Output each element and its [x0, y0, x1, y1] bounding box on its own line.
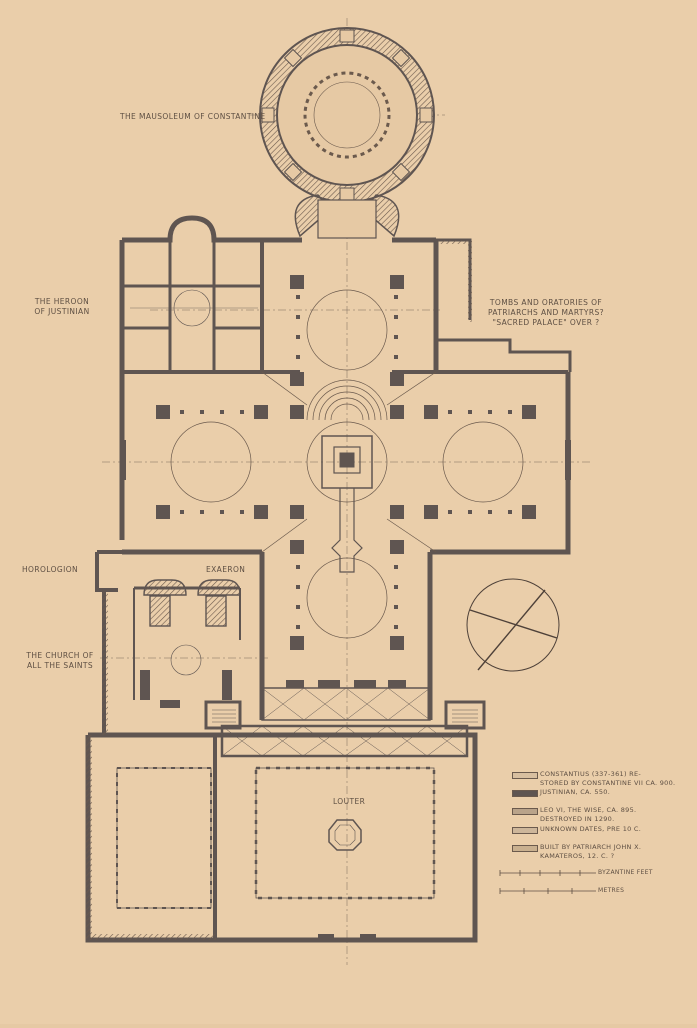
legend-item-justinian: JUSTINIAN, CA. 550.	[512, 788, 682, 808]
tombs-label-line1: TOMBS AND ORATORIES OF	[489, 298, 603, 307]
colonnades	[180, 295, 512, 629]
legend-line: KAMATEROS, 12. C. ?	[540, 851, 615, 860]
heroon-rooms	[122, 240, 262, 372]
legend-line: CONSTANTIUS (337-361) RE-	[540, 770, 642, 778]
legend-line: JUSTINIAN, CA. 550.	[540, 788, 611, 796]
mausoleum-rotunda	[259, 27, 435, 239]
scale-bars	[499, 870, 596, 894]
legend-text: JUSTINIAN, CA. 550.	[540, 788, 610, 797]
heroon-label-line2: OF JUSTINIAN	[34, 307, 90, 316]
scale-feet-label: BYZANTINE FEET	[598, 869, 653, 876]
tombs-label: TOMBS AND ORATORIES OF PATRIARCHS AND MA…	[486, 298, 606, 328]
legend-text: UNKNOWN DATES, PRE 10 C.	[540, 825, 641, 834]
tombs-label-line2: PATRIARCHS AND MARTYRS?	[487, 308, 605, 317]
church-piers	[120, 275, 571, 650]
hatched-walls	[86, 240, 472, 940]
north-arrow	[466, 578, 560, 672]
legend-text: BUILT BY PATRIARCH JOHN X. KAMATEROS, 12…	[540, 843, 641, 860]
legend-item-unknown: UNKNOWN DATES, PRE 10 C.	[512, 825, 682, 845]
exaeron-label: EXAERON	[206, 565, 246, 574]
horologion-label: HOROLOGION	[22, 565, 79, 574]
mausoleum-label: THE MAUSOLEUM OF CONSTANTINE	[120, 112, 266, 121]
heroon-label-line1: THE HEROON	[34, 297, 90, 306]
legend-swatch	[512, 790, 538, 797]
church-all-saints-label-line1: THE CHURCH OF	[26, 651, 94, 660]
narthex	[204, 680, 486, 758]
tombs-label-line3: "SACRED PALACE" OVER ?	[492, 318, 600, 327]
legend-item-leo: LEO VI, THE WISE, CA. 895. DESTROYED IN …	[512, 806, 682, 826]
legend-line: UNKNOWN DATES, PRE 10 C.	[540, 825, 642, 833]
legend-swatch	[512, 845, 538, 852]
legend-text: LEO VI, THE WISE, CA. 895. DESTROYED IN …	[540, 806, 636, 823]
legend-line: STORED BY CONSTANTINE VII CA. 900.	[540, 778, 676, 787]
legend-item-constantius: CONSTANTIUS (337-361) RE- STORED BY CONS…	[512, 770, 682, 790]
church-of-all-saints	[133, 579, 241, 708]
heroon-label: THE HEROON OF JUSTINIAN	[22, 297, 102, 317]
courtyards	[116, 766, 436, 940]
domes	[170, 289, 524, 639]
church-all-saints-label: THE CHURCH OF ALL THE SAINTS	[20, 651, 100, 671]
legend-text: CONSTANTIUS (337-361) RE- STORED BY CONS…	[540, 770, 675, 787]
louter-label: LOUTER	[333, 797, 366, 806]
scale-metres-label: METRES	[598, 887, 625, 894]
legend-line: BUILT BY PATRIARCH JOHN X.	[540, 843, 642, 851]
church-walls	[85, 215, 572, 943]
legend-swatch	[512, 808, 538, 815]
legend-line: DESTROYED IN 1290.	[540, 814, 615, 823]
legend-swatch	[512, 772, 538, 779]
legend-item-kamateros: BUILT BY PATRIARCH JOHN X. KAMATEROS, 12…	[512, 843, 682, 863]
altar-and-solea	[321, 435, 373, 573]
legend-line: LEO VI, THE WISE, CA. 895.	[540, 806, 637, 814]
church-all-saints-label-line2: ALL THE SAINTS	[26, 661, 93, 670]
legend-swatch	[512, 827, 538, 834]
